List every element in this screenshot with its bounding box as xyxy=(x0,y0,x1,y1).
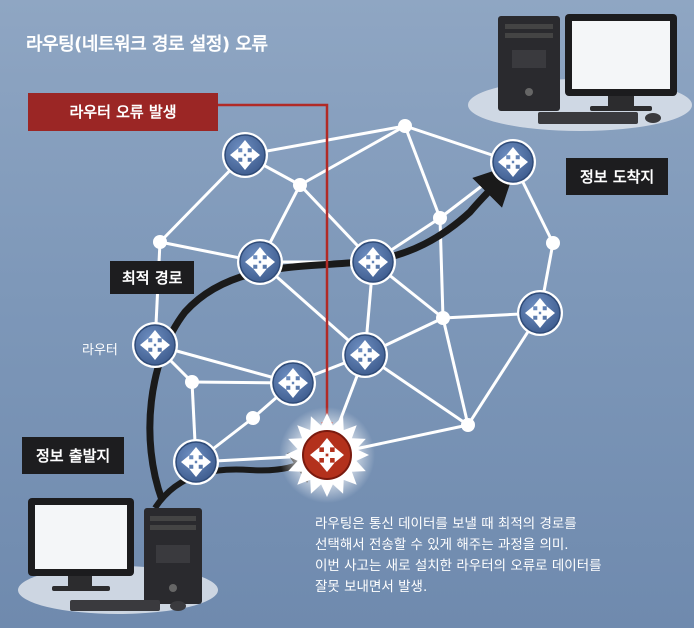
network-links xyxy=(153,124,555,464)
destination-label: 정보 도착지 xyxy=(566,158,669,195)
router-icon xyxy=(173,439,219,485)
router-icon xyxy=(350,239,396,285)
network-node xyxy=(398,119,412,133)
router-icon xyxy=(342,332,388,378)
caption-line: 라우팅은 통신 데이터를 보낼 때 최적의 경로를 xyxy=(315,516,577,532)
router-icon xyxy=(270,360,316,406)
network-link xyxy=(154,343,294,385)
routers xyxy=(132,132,563,485)
router-icon xyxy=(237,239,283,285)
error-pointer-arrow xyxy=(192,103,334,435)
network-link xyxy=(299,124,406,187)
network-link xyxy=(441,317,470,426)
network-node xyxy=(293,178,307,192)
optimal-path-arrow xyxy=(146,163,517,502)
network-node xyxy=(433,211,447,225)
router-error-label: 라우터 오류 발생 xyxy=(28,93,218,131)
optimal-path-label: 최적 경로 xyxy=(110,261,195,294)
destination-computer-icon xyxy=(498,14,677,124)
network-link xyxy=(244,124,406,157)
network-link xyxy=(403,125,442,219)
router-label: 라우터 xyxy=(82,343,118,358)
source-computer-icon xyxy=(28,498,202,611)
router-icon xyxy=(222,132,268,178)
router-icon xyxy=(132,322,178,368)
caption-line: 잘못 보내면서 발생. xyxy=(315,579,428,595)
network-link xyxy=(259,260,366,357)
network-node xyxy=(185,375,199,389)
network-nodes xyxy=(153,119,560,432)
page-title: 라우팅(네트워크 경로 설정) 오류 xyxy=(26,34,268,55)
source-label: 정보 출발지 xyxy=(22,437,125,474)
network-node xyxy=(436,311,450,325)
caption-line: 이번 사고는 새로 설치한 라우터의 오류로 데이터를 xyxy=(315,558,602,574)
error-router-icon xyxy=(279,407,375,503)
network-node xyxy=(246,411,260,425)
caption: 라우팅은 통신 데이터를 보낼 때 최적의 경로를 선택해서 전송할 수 있게 … xyxy=(315,514,685,598)
router-icon xyxy=(517,290,563,336)
network-node xyxy=(546,236,560,250)
network-node xyxy=(461,418,475,432)
router-icon xyxy=(490,139,536,185)
caption-line: 선택해서 전송할 수 있게 해주는 과정을 의미. xyxy=(315,537,569,553)
network-node xyxy=(153,235,167,249)
